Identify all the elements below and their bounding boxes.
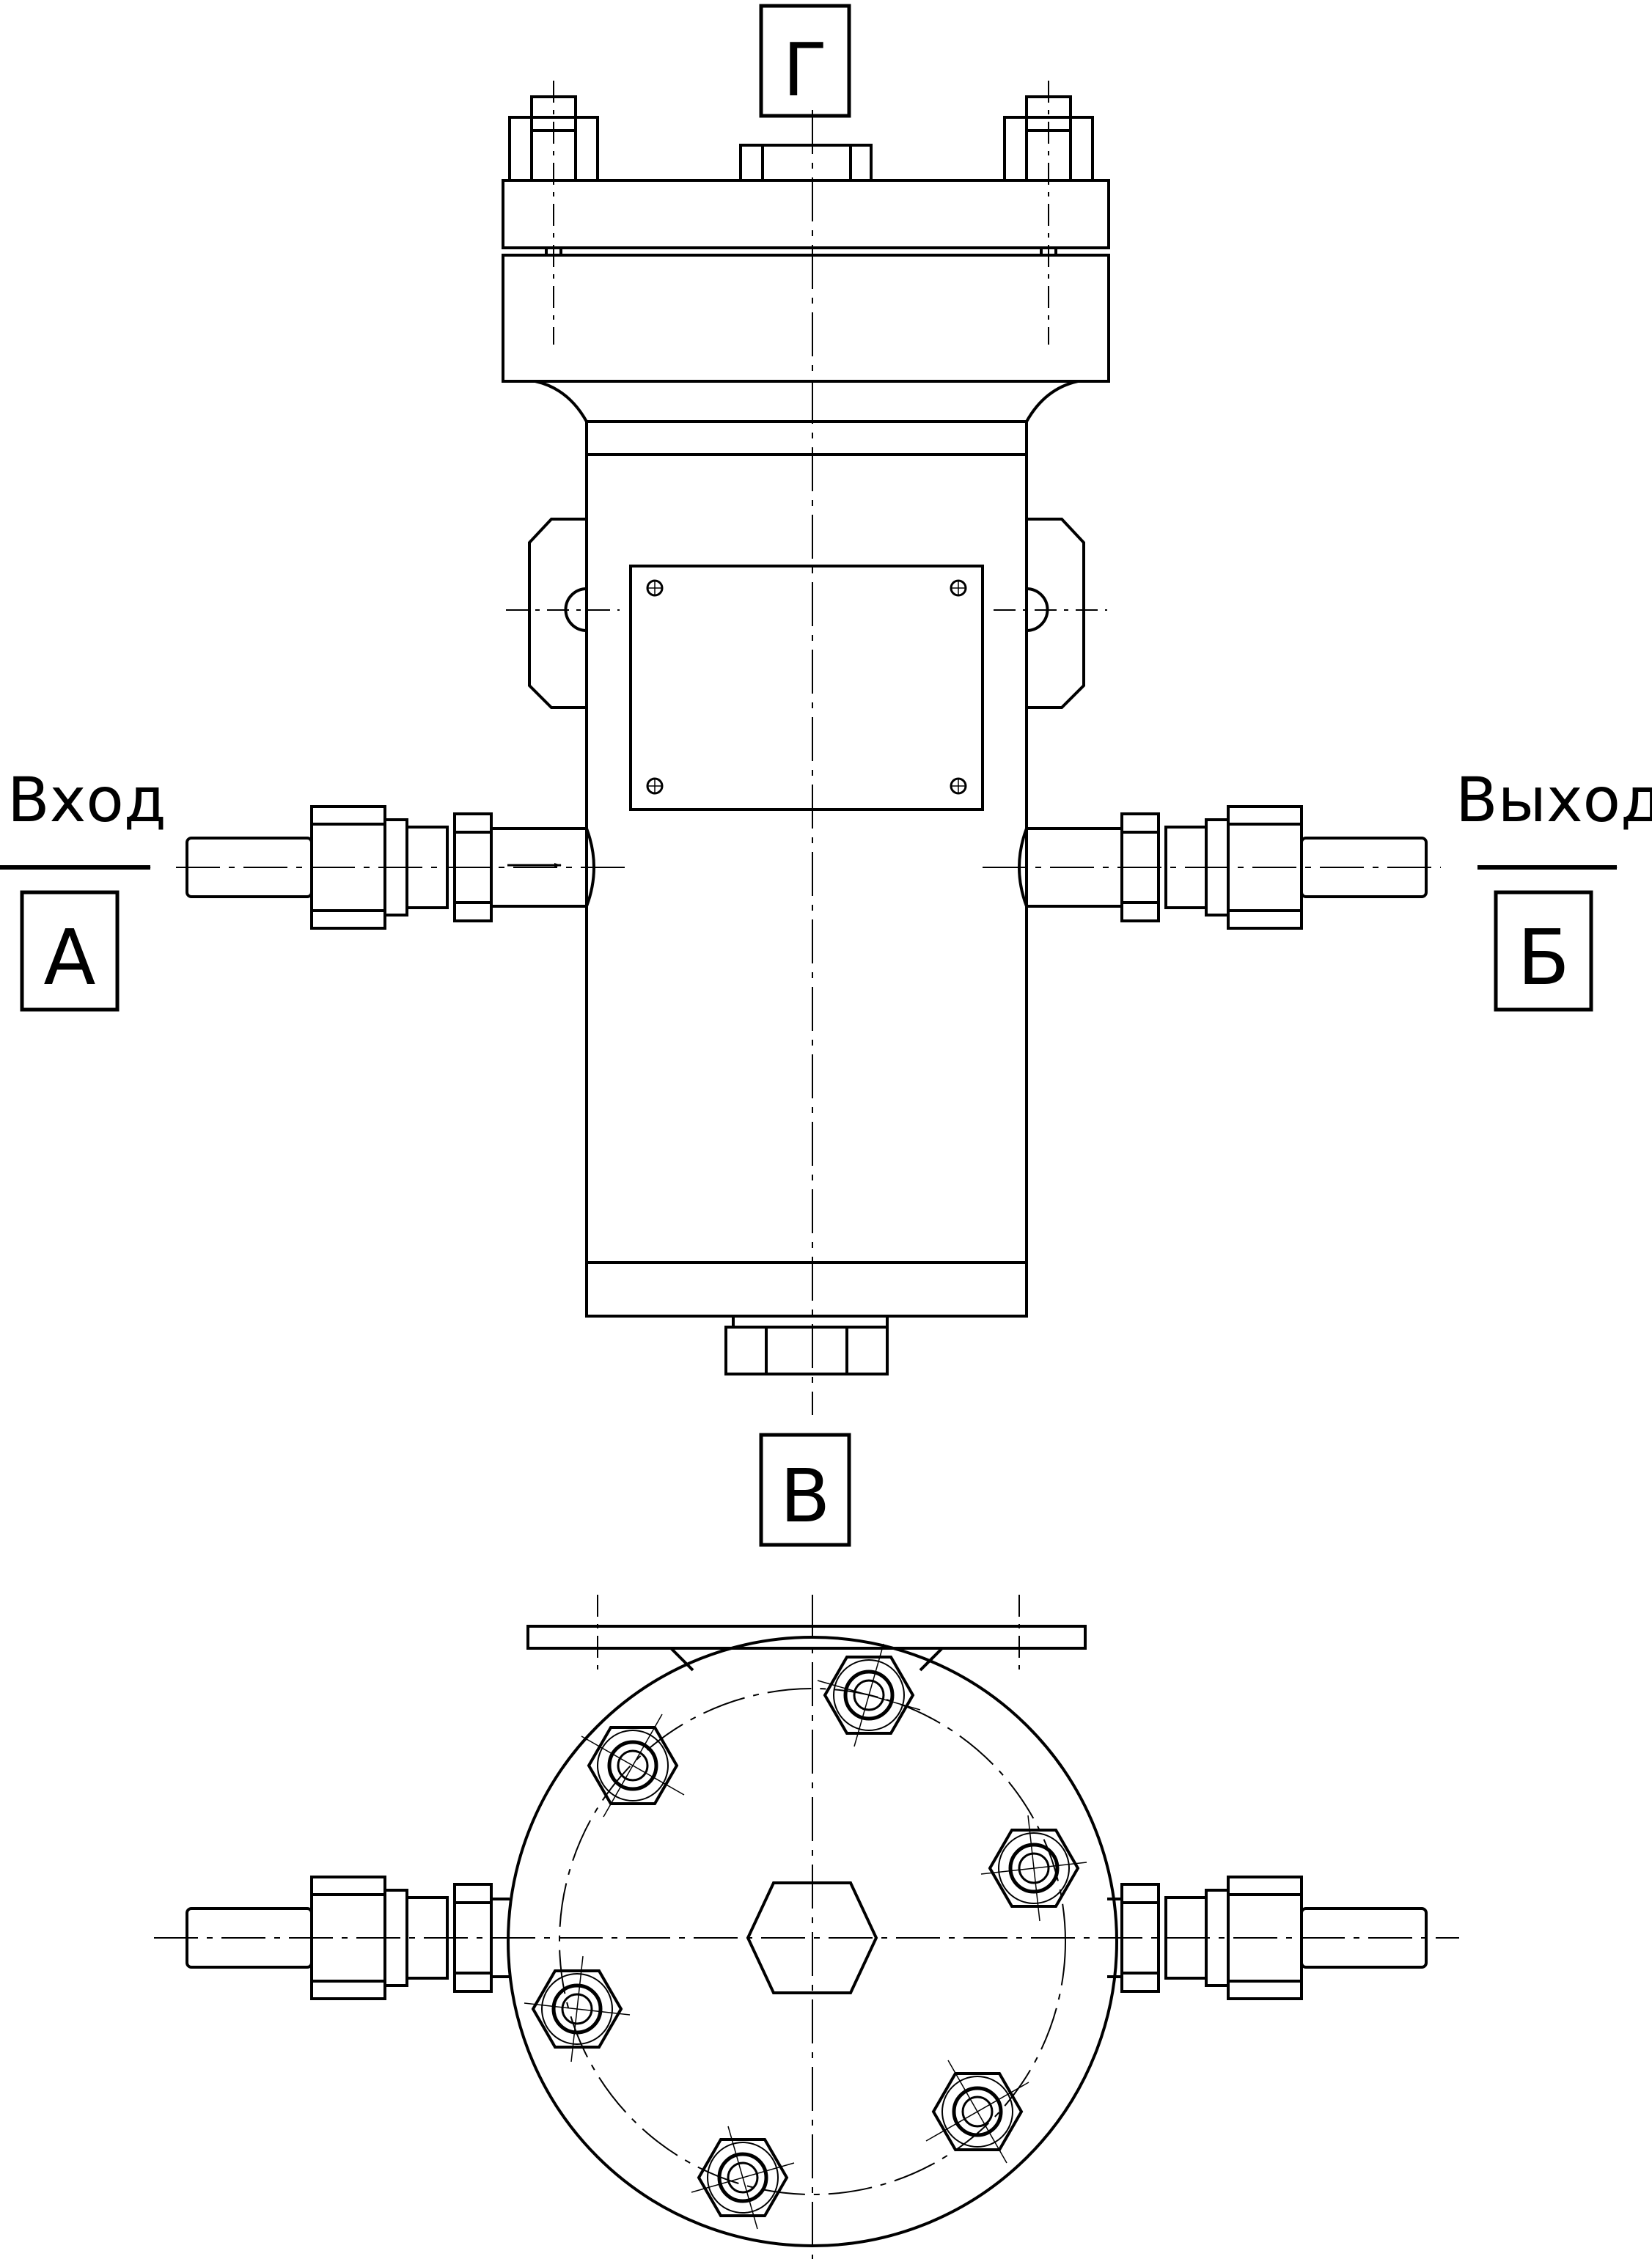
outlet-fitting: [1018, 805, 1428, 930]
housing-flange: [502, 254, 1110, 383]
port-b-label: Б: [1517, 913, 1569, 1002]
port-v-marker: В: [759, 1433, 851, 1547]
bolt-nut-left: [508, 81, 599, 345]
top-view-bracket: [526, 1625, 1087, 1650]
top-view-bolt-3: [980, 1815, 1087, 1922]
top-view-inlet-fitting: [186, 1876, 510, 2000]
inlet-label: Вход: [7, 764, 166, 836]
outlet-label: Выход: [1455, 764, 1652, 836]
front-view: [176, 81, 1441, 1415]
top-view: [154, 1595, 1459, 2259]
housing-neck: [535, 380, 1079, 423]
top-view-outlet-fitting: [1107, 1876, 1428, 2000]
outlet-marker: Выход Б: [1455, 764, 1652, 1012]
inlet-fitting: [186, 805, 595, 930]
port-a-label: А: [43, 913, 95, 1002]
housing-body: [585, 420, 1028, 1318]
top-view-flange: [507, 1636, 1118, 2247]
top-view-bolt-2: [581, 1713, 685, 1818]
top-view-bolt-4: [524, 1955, 631, 2063]
top-plug: [739, 144, 873, 182]
cover-plate: [502, 179, 1110, 249]
nameplate: [629, 565, 984, 811]
port-v-label: В: [780, 1453, 831, 1539]
mounting-lug-right: [994, 518, 1107, 709]
bolt-nut-right: [1003, 81, 1094, 345]
top-view-hex-plug: [746, 1881, 878, 1994]
mounting-lug-left: [506, 518, 620, 709]
port-g-marker: Г: [759, 4, 851, 118]
top-view-bolt-5: [925, 2060, 1029, 2164]
top-view-bolt-6: [691, 2126, 795, 2230]
top-view-bolt-1: [817, 1643, 921, 1747]
inlet-marker: Вход А: [0, 764, 166, 1012]
port-g-label: Г: [783, 27, 828, 113]
bolt-circle: [559, 1688, 1066, 2195]
bottom-plug: [724, 1315, 889, 1375]
